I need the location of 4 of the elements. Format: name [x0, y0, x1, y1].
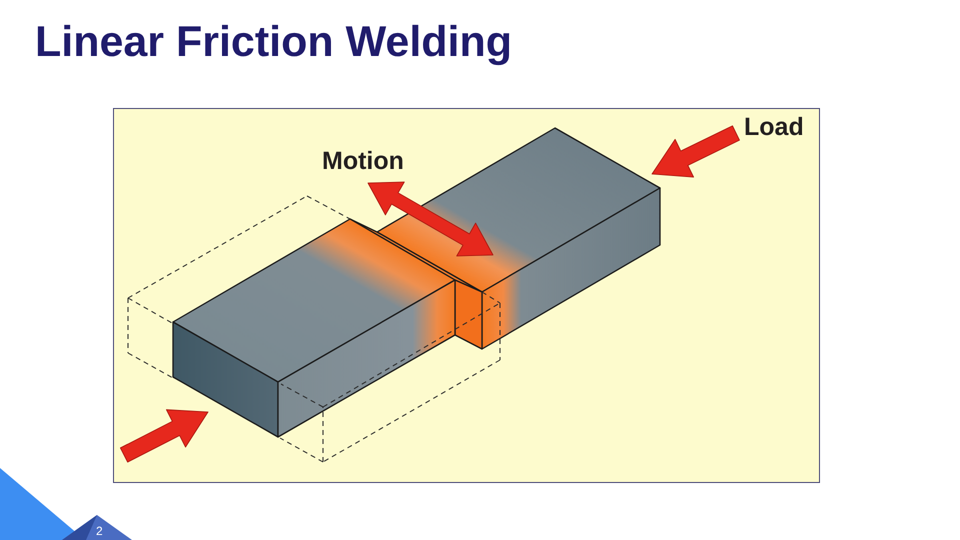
page-number: 2 [96, 525, 103, 537]
slide-title: Linear Friction Welding [35, 21, 512, 64]
annotation-label: Load [744, 115, 804, 140]
annotation-label: Motion [322, 149, 404, 174]
